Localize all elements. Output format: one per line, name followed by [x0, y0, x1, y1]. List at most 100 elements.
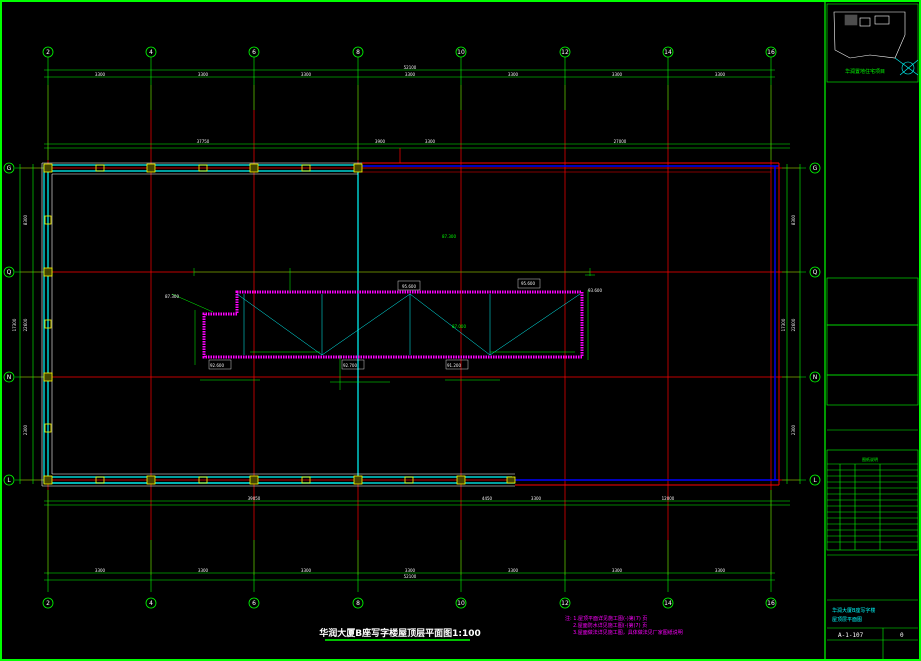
dim-text: 3300 — [508, 72, 519, 77]
drawing-title: 华润大厦B座写字楼屋顶层平面图1:100 — [319, 627, 481, 639]
svg-text:L: L — [7, 477, 11, 484]
dim-text: 3300 — [425, 139, 436, 144]
title-block — [826, 3, 919, 660]
column — [301, 164, 311, 172]
elevation-label: 93.600 — [588, 288, 602, 293]
dim-text: 2300 — [791, 424, 796, 435]
axis-bubble-right: L — [809, 474, 821, 486]
svg-text:14: 14 — [664, 49, 672, 56]
elevation-label: 92.600 — [210, 363, 224, 368]
dim-total-text: 52100 — [404, 65, 417, 70]
dim-text: 3300 — [715, 568, 726, 573]
column — [44, 423, 52, 433]
column — [353, 475, 363, 485]
elevation-label: 87.000 — [452, 324, 466, 329]
column — [353, 163, 363, 173]
column — [44, 319, 52, 329]
svg-text:Q: Q — [7, 269, 12, 276]
column — [43, 475, 53, 485]
wall-lines — [41, 162, 515, 487]
elevation-annotations: 87.300 95.600 87.000 95.600 87.300 92.60… — [165, 234, 602, 368]
elevation-label: 92.700 — [343, 363, 357, 368]
columns — [43, 163, 516, 485]
svg-text:14: 14 — [664, 600, 672, 607]
svg-text:16: 16 — [767, 49, 775, 56]
drawing-number: A-1-107 — [838, 632, 864, 639]
axis-bubble-bottom: 4 — [145, 597, 157, 609]
axis-extension-lines — [15, 57, 806, 592]
axis-bubble-right: G — [809, 162, 821, 174]
project-label: 华润置地住宅项目 — [845, 68, 885, 75]
svg-text:Q: Q — [813, 269, 818, 276]
svg-text:8: 8 — [356, 600, 360, 607]
dim-text: 8300 — [23, 214, 28, 225]
column — [506, 476, 516, 484]
column — [249, 475, 259, 485]
column — [146, 163, 156, 173]
svg-text:4: 4 — [149, 600, 153, 607]
svg-text:8: 8 — [356, 49, 360, 56]
axis-grid-vertical — [47, 85, 772, 575]
top-dimension-texts: 3300 3300 3300 3300 3300 3300 3300 52100… — [95, 65, 726, 144]
axis-bubble-left: L — [3, 474, 15, 486]
dim-text: 12000 — [662, 496, 675, 501]
svg-text:10: 10 — [457, 600, 465, 607]
dim-text: 3300 — [405, 568, 416, 573]
dim-text: 3300 — [301, 568, 312, 573]
dim-text: 17300 — [781, 318, 786, 331]
revision-number: 0 — [900, 632, 904, 639]
svg-text:N: N — [813, 374, 818, 381]
column — [43, 372, 53, 382]
svg-text:12: 12 — [561, 49, 569, 56]
drawing-name: 屋顶层平面图 — [832, 617, 862, 623]
column — [146, 475, 156, 485]
column — [198, 476, 208, 484]
drawing-notes: 注: 1.屋顶平面详见施工图(-)第(7) 页 2.屋面防水详见施工图(-)第(… — [565, 615, 683, 636]
axis-bubble-bottom: 8 — [352, 597, 364, 609]
column — [95, 476, 105, 484]
column — [301, 476, 311, 484]
axis-bubble-left: Q — [3, 266, 15, 278]
axis-bubble-bottom: 2 — [42, 597, 54, 609]
column — [456, 475, 466, 485]
svg-text:6: 6 — [252, 600, 256, 607]
dim-text: 3300 — [95, 568, 106, 573]
dim-text: 27000 — [614, 139, 627, 144]
axis-bubble-bottom: 16 — [765, 597, 777, 609]
axis-bubble-top: 14 — [662, 46, 674, 58]
axis-bubble-right: Q — [809, 266, 821, 278]
key-plan — [833, 11, 919, 76]
bottom-dimension-texts: 39050 4450 3300 12000 52100 3300 3300 33… — [95, 496, 726, 579]
svg-text:G: G — [7, 165, 12, 172]
table-header: 图纸说明 — [862, 456, 878, 462]
top-axis-markers: 2 4 6 8 10 12 14 16 — [42, 46, 777, 58]
axis-bubble-top: 16 — [765, 46, 777, 58]
roof-core-outline — [171, 268, 595, 390]
parapet-lines — [362, 148, 780, 486]
elevation-label: 87.300 — [442, 234, 456, 239]
dim-text: 3300 — [301, 72, 312, 77]
dim-text: 2300 — [23, 424, 28, 435]
dim-text: 3300 — [612, 568, 623, 573]
axis-bubble-bottom: 14 — [662, 597, 674, 609]
column — [95, 164, 105, 172]
axis-bubble-bottom: 10 — [455, 597, 467, 609]
right-dimension-texts: 8300 17300 22600 2300 — [781, 214, 796, 435]
svg-text:16: 16 — [767, 600, 775, 607]
axis-bubble-bottom: 12 — [559, 597, 571, 609]
dim-text: 3300 — [95, 72, 106, 77]
note-line: 注: 1.屋顶平面详见施工图(-)第(7) 页 — [565, 615, 647, 622]
dim-total-text: 52100 — [404, 574, 417, 579]
svg-text:6: 6 — [252, 49, 256, 56]
column — [43, 267, 53, 277]
svg-text:2: 2 — [46, 600, 50, 607]
axis-bubble-top: 12 — [559, 46, 571, 58]
svg-text:L: L — [813, 477, 817, 484]
column — [249, 163, 259, 173]
elevation-label: 87.300 — [165, 294, 179, 299]
axis-bubble-top: 2 — [42, 46, 54, 58]
dim-text: 4450 — [482, 496, 493, 501]
dim-text: 3300 — [531, 496, 542, 501]
